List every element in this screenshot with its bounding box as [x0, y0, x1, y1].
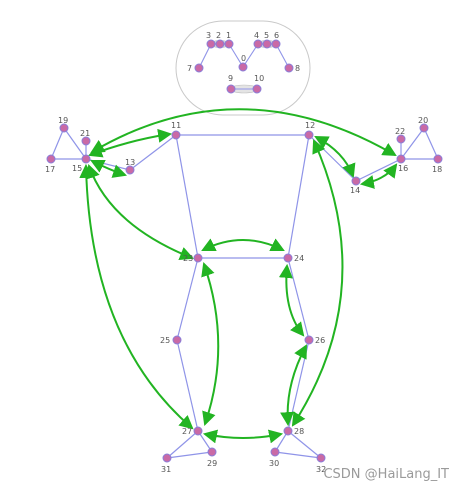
- keypoint-label-17: 17: [45, 165, 55, 174]
- keypoint-label-25: 25: [160, 336, 170, 345]
- keypoint-23: [193, 253, 203, 263]
- keypoint-label-0: 0: [241, 54, 246, 63]
- keypoint-label-18: 18: [432, 165, 442, 174]
- keypoint-label-10: 10: [254, 74, 264, 83]
- keypoint-9: [226, 84, 236, 94]
- keypoint-22: [396, 134, 406, 144]
- edge-30-32: [274, 451, 322, 459]
- edge-19-15: [63, 127, 87, 160]
- keypoint-27: [193, 426, 203, 436]
- edge-23-25: [176, 257, 199, 341]
- keypoint-label-6: 6: [274, 31, 279, 40]
- keypoints: [46, 39, 443, 463]
- edge-27-31: [166, 430, 199, 459]
- arrow-27-28: [202, 429, 284, 444]
- keypoint-3: [206, 39, 216, 49]
- arrow-14-16: [359, 163, 398, 189]
- keypoint-17: [46, 154, 56, 164]
- keypoint-label-28: 28: [294, 427, 304, 436]
- keypoint-label-27: 27: [182, 427, 192, 436]
- keypoint-label-24: 24: [294, 254, 304, 263]
- keypoint-30: [270, 447, 280, 457]
- keypoint-label-20: 20: [418, 116, 428, 125]
- keypoint-15: [81, 154, 91, 164]
- keypoint-label-13: 13: [125, 158, 135, 167]
- keypoint-26: [304, 335, 314, 345]
- edge-0-4: [242, 43, 259, 68]
- relation-arrows: [79, 108, 398, 444]
- keypoint-label-29: 29: [207, 459, 217, 468]
- arrow-15-23: [86, 164, 194, 261]
- edge-14-16: [355, 158, 402, 182]
- keypoint-label-8: 8: [295, 64, 300, 73]
- keypoint-label-30: 30: [269, 459, 279, 468]
- keypoint-24: [283, 253, 293, 263]
- keypoint-label-3: 3: [206, 31, 211, 40]
- keypoint-13: [125, 165, 135, 175]
- keypoint-label-26: 26: [315, 336, 325, 345]
- edge-6-8: [275, 43, 290, 69]
- keypoint-12: [304, 130, 314, 140]
- keypoint-label-22: 22: [395, 127, 405, 136]
- keypoint-label-32: 32: [316, 465, 326, 474]
- keypoint-label-14: 14: [350, 186, 360, 195]
- keypoint-label-12: 12: [305, 121, 315, 130]
- arrow-23-27: [201, 262, 220, 426]
- keypoint-6: [271, 39, 281, 49]
- keypoint-14: [351, 176, 361, 186]
- arrow-26-28: [280, 344, 307, 427]
- keypoint-19: [59, 123, 69, 133]
- edge-18-20: [423, 127, 439, 160]
- keypoint-label-15: 15: [72, 164, 82, 173]
- arrow-11-15: [88, 128, 173, 158]
- keypoint-label-23: 23: [183, 254, 193, 263]
- head-outline: [175, 20, 311, 116]
- keypoint-32: [316, 453, 326, 463]
- keypoint-21: [81, 136, 91, 146]
- edge-17-19: [50, 127, 65, 160]
- keypoint-8: [284, 63, 294, 73]
- keypoint-29: [207, 447, 217, 457]
- arrow-15-16: [90, 108, 397, 157]
- arrow-15-27: [79, 163, 194, 430]
- keypoint-label-2: 2: [216, 31, 221, 40]
- keypoint-25: [172, 335, 182, 345]
- keypoint-label-7: 7: [187, 64, 192, 73]
- edge-12-24: [287, 134, 310, 259]
- keypoint-5: [262, 39, 272, 49]
- keypoint-0: [238, 62, 248, 72]
- keypoint-7: [194, 63, 204, 73]
- keypoint-18: [433, 154, 443, 164]
- edge-11-23: [175, 134, 199, 259]
- arrow-24-26: [278, 263, 305, 337]
- keypoint-label-4: 4: [254, 31, 259, 40]
- edge-28-32: [287, 430, 322, 459]
- arrow-23-24: [201, 238, 285, 251]
- edge-12-14: [308, 134, 357, 182]
- keypoint-label-21: 21: [80, 129, 90, 138]
- keypoint-label-5: 5: [264, 31, 269, 40]
- keypoint-4: [253, 39, 263, 49]
- keypoint-28: [283, 426, 293, 436]
- keypoint-11: [171, 130, 181, 140]
- arrow-12-28: [291, 139, 344, 427]
- keypoint-2: [215, 39, 225, 49]
- keypoint-label-19: 19: [58, 116, 68, 125]
- keypoint-1: [224, 39, 234, 49]
- keypoint-label-31: 31: [161, 465, 171, 474]
- keypoint-20: [419, 123, 429, 133]
- keypoint-10: [252, 84, 262, 94]
- arrow-12-14: [314, 136, 356, 178]
- watermark: CSDN @HaiLang_IT: [323, 467, 449, 482]
- keypoint-label-1: 1: [226, 31, 231, 40]
- keypoint-label-9: 9: [228, 74, 233, 83]
- edge-20-16: [400, 127, 425, 160]
- keypoint-16: [396, 154, 406, 164]
- keypoint-31: [162, 453, 172, 463]
- keypoint-label-16: 16: [398, 164, 408, 173]
- edge-29-31: [166, 451, 213, 459]
- keypoint-label-11: 11: [171, 121, 181, 130]
